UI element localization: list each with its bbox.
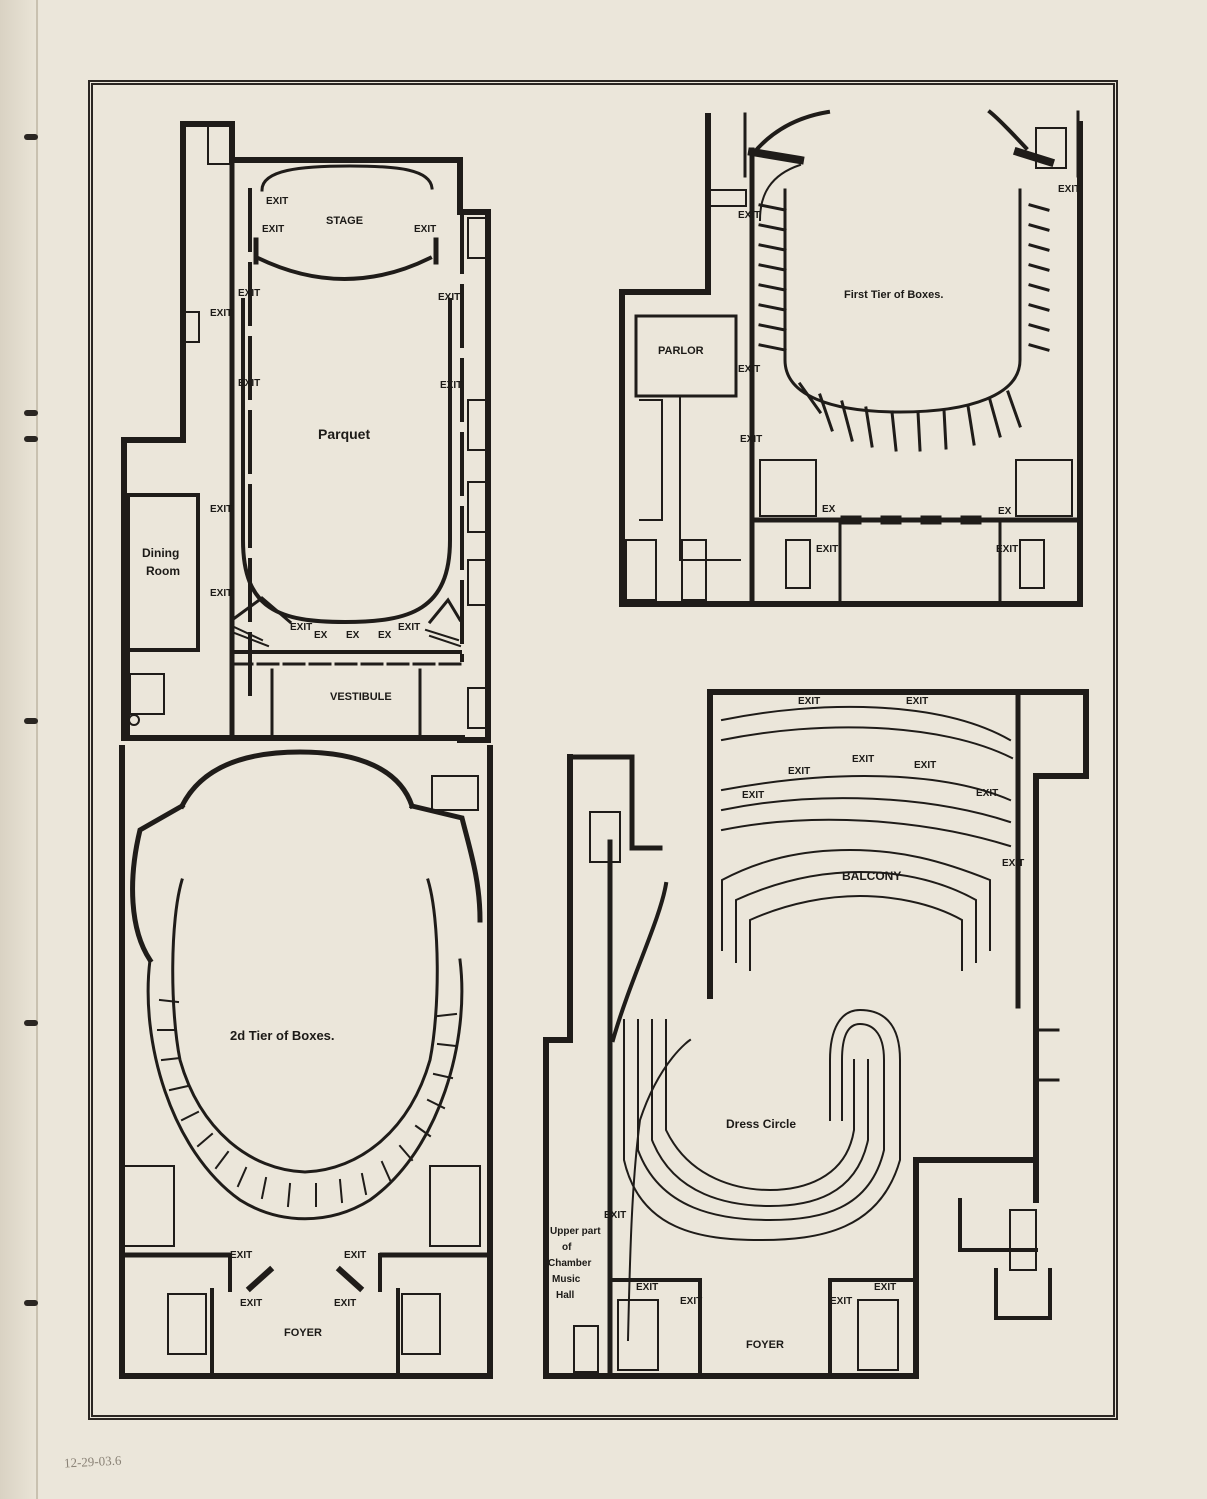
vestibule-label: Vestibule [330, 691, 392, 703]
exit-label: Exit [440, 380, 462, 391]
exit-label: Exit [738, 364, 760, 375]
exit-label: Exit [830, 1296, 852, 1307]
exit-label: Exit [266, 196, 288, 207]
binding-spine [0, 0, 40, 1499]
exit-label: Exit [914, 760, 936, 771]
dress-circle-title: Dress Circle [726, 1117, 796, 1131]
exit-label: Exit [262, 224, 284, 235]
second-tier-plan [119, 745, 493, 1379]
exit-label: Exit [1002, 858, 1024, 869]
binding-stitch [24, 718, 38, 724]
room-label: Room [146, 564, 180, 578]
exit-label: Exit [290, 622, 312, 633]
exit-label: Exit [996, 544, 1018, 555]
exit-label: Exit [788, 766, 810, 777]
foyer-label: Foyer [284, 1327, 322, 1339]
exit-label: Exit [210, 588, 232, 599]
balcony-dress-circle-plan [543, 689, 1089, 1379]
binding-stitch [24, 134, 38, 140]
binding-stitch [24, 1300, 38, 1306]
binding-stitch [24, 1020, 38, 1026]
chamber-note-line: Music [552, 1274, 581, 1285]
exit-label: Exit [738, 210, 760, 221]
exit-label: Exit [604, 1210, 626, 1221]
exit-label: Exit [740, 434, 762, 445]
balcony-title: Balcony [842, 869, 901, 883]
ex-label: Ex [314, 630, 328, 641]
exit-label: Exit [742, 790, 764, 801]
exit-label: Exit [874, 1282, 896, 1293]
ex-label: Ex [998, 506, 1012, 517]
binding-stitch [24, 410, 38, 416]
dining-label: Dining [142, 546, 179, 560]
exit-label: Exit [438, 292, 460, 303]
exit-label: Exit [230, 1250, 252, 1261]
exit-label: Exit [210, 504, 232, 515]
parquet-title: Parquet [318, 426, 370, 442]
ex-label: Ex [346, 630, 360, 641]
exit-label: Exit [816, 544, 838, 555]
archive-pencil-note: 12-29-03.6 [63, 1452, 122, 1471]
exit-label: Exit [238, 288, 260, 299]
binding-stitch [24, 436, 38, 442]
first-tier-title: First Tier of Boxes. [844, 289, 943, 301]
exit-label: Exit [414, 224, 436, 235]
page-fold-line [36, 0, 38, 1499]
ex-label: Ex [378, 630, 392, 641]
exit-label: Exit [798, 696, 820, 707]
exit-label: Exit [398, 622, 420, 633]
exit-label: Exit [334, 1298, 356, 1309]
chamber-note-line: Hall [556, 1290, 575, 1301]
exit-label: Exit [976, 788, 998, 799]
page-border [88, 80, 1118, 1420]
foyer-label: Foyer [746, 1339, 784, 1351]
exit-label: Exit [238, 378, 260, 389]
chamber-note-line: Upper part [550, 1226, 601, 1237]
chamber-note-line: of [562, 1242, 572, 1253]
exit-label: Exit [240, 1298, 262, 1309]
first-tier-plan [619, 109, 1083, 607]
exit-label: Exit [1058, 184, 1080, 195]
second-tier-title: 2d Tier of Boxes. [230, 1028, 335, 1043]
stage-label: Stage [326, 215, 363, 227]
exit-label: Exit [344, 1250, 366, 1261]
exit-label: Exit [210, 308, 232, 319]
exit-label: Exit [852, 754, 874, 765]
ex-label: Ex [822, 504, 836, 515]
parquet-plan [121, 121, 491, 743]
parlor-label: Parlor [658, 345, 704, 357]
exit-label: Exit [680, 1296, 702, 1307]
exit-label: Exit [636, 1282, 658, 1293]
exit-label: Exit [906, 696, 928, 707]
chamber-note-line: Chamber [548, 1258, 591, 1269]
